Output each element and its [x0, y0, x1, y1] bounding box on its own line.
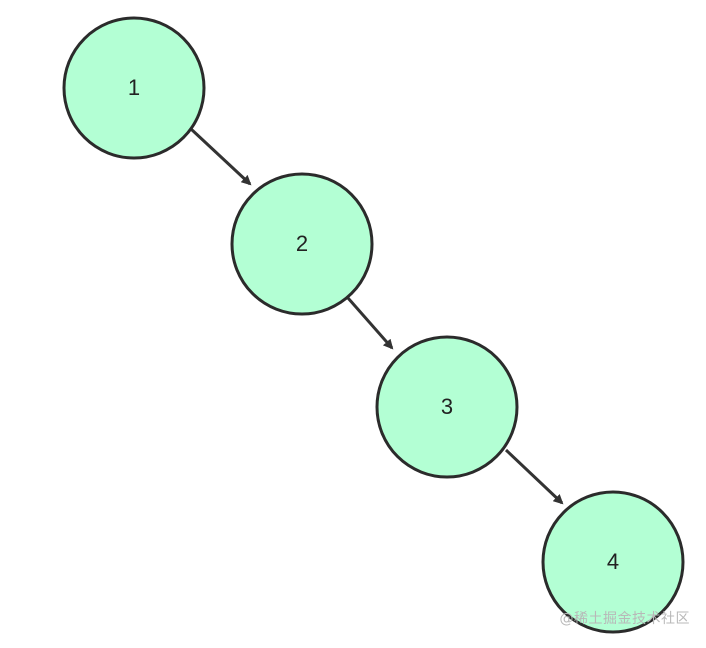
edge-1-2 — [189, 127, 252, 186]
node-3: 3 — [375, 335, 519, 479]
node-1-circle — [62, 16, 206, 160]
node-4: 4 — [541, 490, 685, 634]
node-4-label: 4 — [607, 549, 619, 574]
watermark: @稀土掘金技术社区 — [559, 611, 690, 627]
node-4-circle — [541, 490, 685, 634]
node-3-circle — [375, 335, 519, 479]
node-1: 1 — [62, 16, 206, 160]
node-2: 2 — [230, 172, 374, 316]
node-2-circle — [230, 172, 374, 316]
node-2-label: 2 — [296, 231, 308, 256]
node-3-label: 3 — [441, 394, 453, 419]
node-1-label: 1 — [128, 75, 140, 100]
edge-3-4 — [504, 448, 564, 505]
edge-2-3 — [346, 297, 394, 350]
